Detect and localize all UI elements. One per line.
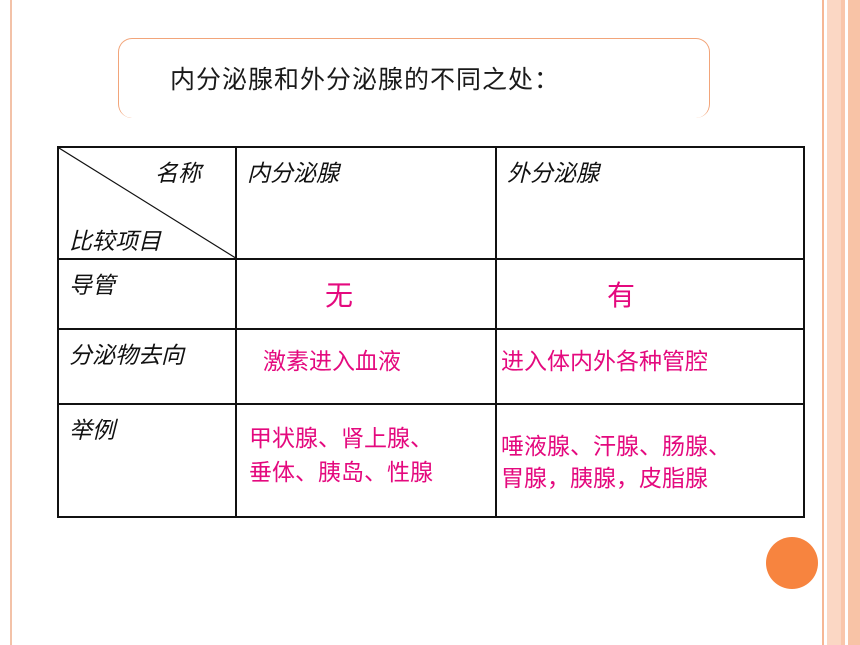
cell-endocrine-duct: 无 <box>235 257 497 330</box>
table-row: 导管 无 有 <box>57 257 805 330</box>
endocrine-example-line-2: 垂体、胰岛、性腺 <box>249 460 433 487</box>
row-label-secretion: 分泌物去向 <box>69 342 184 369</box>
diagonal-line <box>59 148 235 258</box>
row-label-cell: 举例 <box>57 403 237 518</box>
slide-title: 内分泌腺和外分泌腺的不同之处： <box>170 65 561 94</box>
row-label-duct: 导管 <box>69 272 115 299</box>
corner-label-item: 比较项目 <box>69 229 161 255</box>
exocrine-example-line-2: 胃腺，胰腺，皮脂腺 <box>501 466 708 493</box>
table-row: 举例 甲状腺、肾上腺、 垂体、胰岛、性腺 唾液腺、汗腺、肠腺、 胃腺，胰腺，皮脂… <box>57 403 805 518</box>
right-stripe <box>841 0 845 645</box>
right-stripe <box>848 0 860 645</box>
cell-exocrine-duct: 有 <box>495 257 805 330</box>
cell-exocrine-secretion: 进入体内外各种管腔 <box>495 327 805 406</box>
header-endocrine: 内分泌腺 <box>247 161 339 187</box>
header-cell-endocrine: 内分泌腺 <box>235 146 497 260</box>
cell-exocrine-example: 唾液腺、汗腺、肠腺、 胃腺，胰腺，皮脂腺 <box>495 403 805 518</box>
corner-cell: 名称 比较项目 <box>57 146 237 260</box>
header-exocrine: 外分泌腺 <box>507 161 599 187</box>
endocrine-duct-value: 无 <box>325 278 354 312</box>
cell-endocrine-secretion: 激素进入血液 <box>235 327 497 406</box>
table-header-row: 名称 比较项目 内分泌腺 外分泌腺 <box>57 146 805 260</box>
row-label-cell: 导管 <box>57 257 237 330</box>
right-stripe <box>822 0 824 645</box>
title-box <box>118 38 710 118</box>
exocrine-duct-value: 有 <box>607 278 636 312</box>
decorative-circle <box>766 537 818 589</box>
cell-endocrine-example: 甲状腺、肾上腺、 垂体、胰岛、性腺 <box>235 403 497 518</box>
endocrine-example-line-1: 甲状腺、肾上腺、 <box>249 426 433 453</box>
exocrine-example-line-1: 唾液腺、汗腺、肠腺、 <box>501 434 731 461</box>
right-stripe <box>827 0 841 645</box>
header-cell-exocrine: 外分泌腺 <box>495 146 805 260</box>
comparison-table: 名称 比较项目 内分泌腺 外分泌腺 导管 无 有 分泌物去向 <box>57 146 805 518</box>
left-border-line <box>10 0 12 645</box>
row-label-cell: 分泌物去向 <box>57 327 237 406</box>
exocrine-secretion-value: 进入体内外各种管腔 <box>501 348 708 375</box>
table-row: 分泌物去向 激素进入血液 进入体内外各种管腔 <box>57 327 805 406</box>
corner-label-name: 名称 <box>155 161 201 187</box>
row-label-example: 举例 <box>69 418 115 445</box>
endocrine-secretion-value: 激素进入血液 <box>263 348 401 375</box>
